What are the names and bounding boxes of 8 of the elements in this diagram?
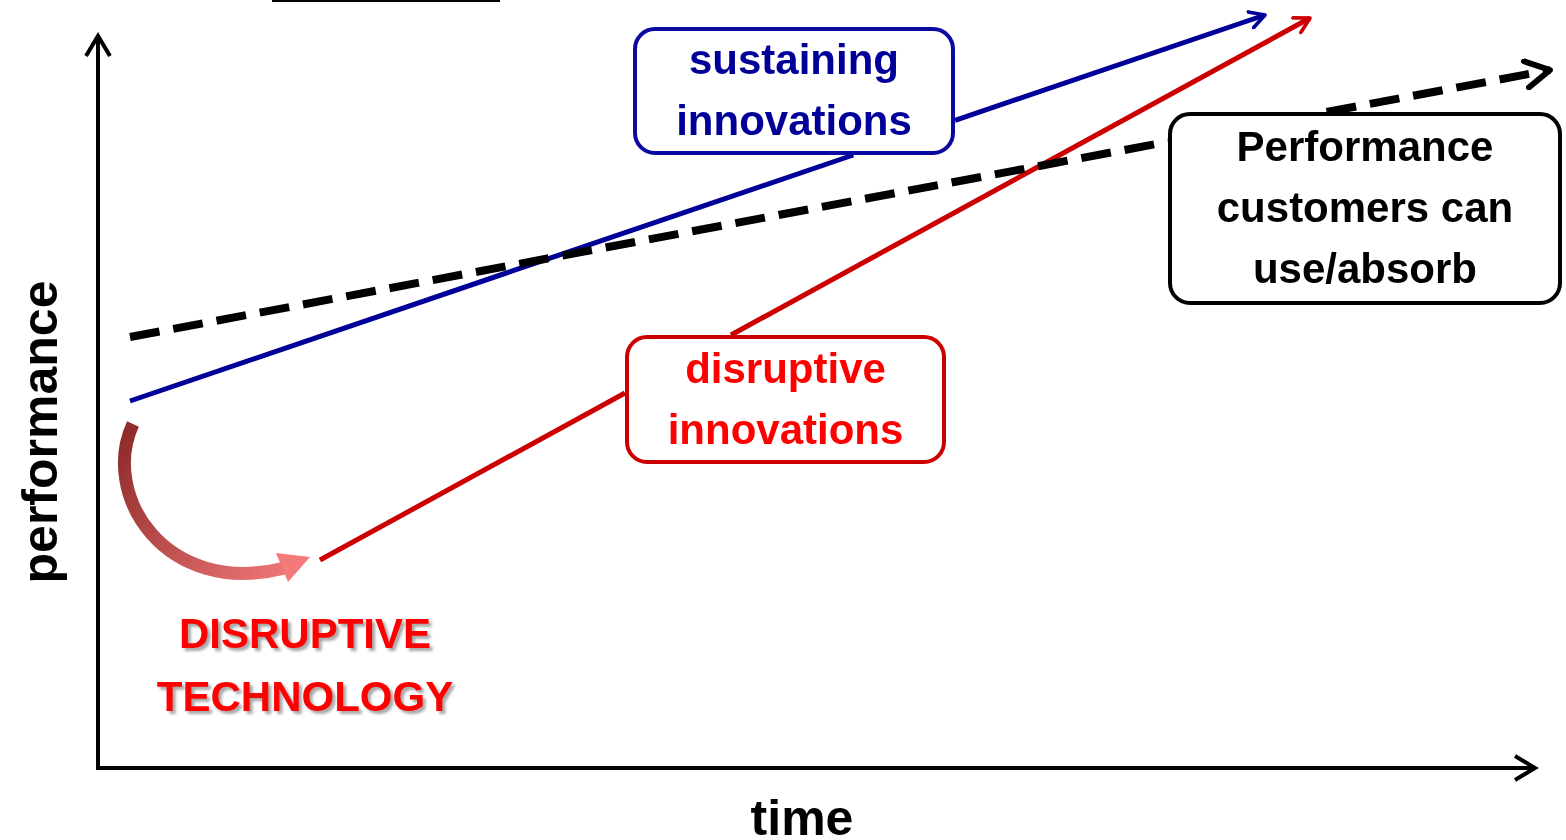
axis-label: performance <box>11 280 69 584</box>
label-box: Performance customers can use/absorb <box>1168 112 1562 305</box>
trend-arrow <box>954 10 1267 123</box>
heading-text: DISRUPTIVE TECHNOLOGY <box>140 605 470 725</box>
label-box: sustaining innovations <box>633 27 955 155</box>
label-box: disruptive innovations <box>625 335 946 464</box>
axis-label: time <box>750 789 854 840</box>
trend-arrow <box>729 15 1312 338</box>
